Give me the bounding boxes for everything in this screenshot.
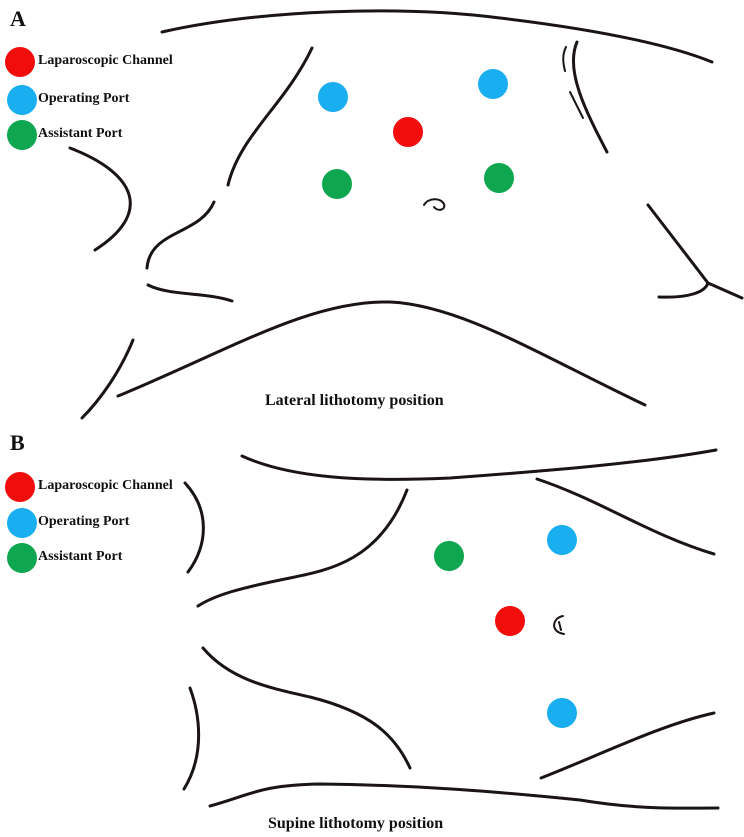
navel-a-icon [423,198,446,211]
outline-b-lower-left-arc [182,686,201,791]
outline-a-right-foot [657,281,710,299]
outline-a-thigh [145,200,216,270]
outline-a-thigh-lower [146,283,234,303]
outline-a-right-mark2 [569,91,584,119]
outline-b-left-arc [183,481,205,574]
legend-a-laparoscopic-channel-dot [5,47,35,77]
outline-b-upper-thigh [196,488,409,608]
legend-a-operating-port: Operating Port [38,91,130,106]
caption-b: Supine lithotomy position [268,815,444,832]
operating-port-b-2 [547,698,577,728]
legend-a-assistant-port-dot [7,120,37,150]
navel-b-icon [553,615,565,635]
laparoscopic-channel-a [393,117,423,147]
outline-b-top-right [535,477,716,556]
legend-b-operating-port-dot [7,508,37,538]
assistant-port-a-2 [484,163,514,193]
legend-a-laparoscopic-channel: Laparoscopic Channel [38,53,173,68]
panel-b-label: B [10,430,25,455]
legend-b-laparoscopic-channel-dot [5,472,35,502]
legend-b-assistant-port-dot [7,543,37,573]
outline-b-bottom [208,782,720,810]
outline-a-right-mark1 [562,46,567,72]
legend-b-assistant-port: Assistant Port [38,549,123,564]
legend-a-operating-port-dot [7,85,37,115]
outline-a-right-leg [646,203,744,300]
outline-b-bottom-right [539,711,716,780]
caption-a: Lateral lithotomy position [265,392,444,409]
assistant-port-b [434,541,464,571]
legend-b-operating-port: Operating Port [38,514,130,529]
outline-b-lower-thigh [201,646,412,770]
operating-port-a-2 [478,69,508,99]
panel-a-label: A [10,6,26,31]
legend-b-laparoscopic-channel: Laparoscopic Channel [38,478,173,493]
operating-port-b-1 [547,525,577,555]
outline-a-bottom-left [80,338,135,420]
laparoscopic-channel-b [495,606,525,636]
legend-a-assistant-port: Assistant Port [38,126,123,141]
outline-a-top [160,9,714,64]
operating-port-a-1 [318,82,348,112]
outline-a-left-curve [68,146,132,252]
outline-a-diagonal [226,46,314,187]
assistant-port-a-1 [322,169,352,199]
outline-a-right-back [572,40,609,154]
outline-a-bottom-hump [116,300,647,407]
outline-b-top [240,448,718,481]
